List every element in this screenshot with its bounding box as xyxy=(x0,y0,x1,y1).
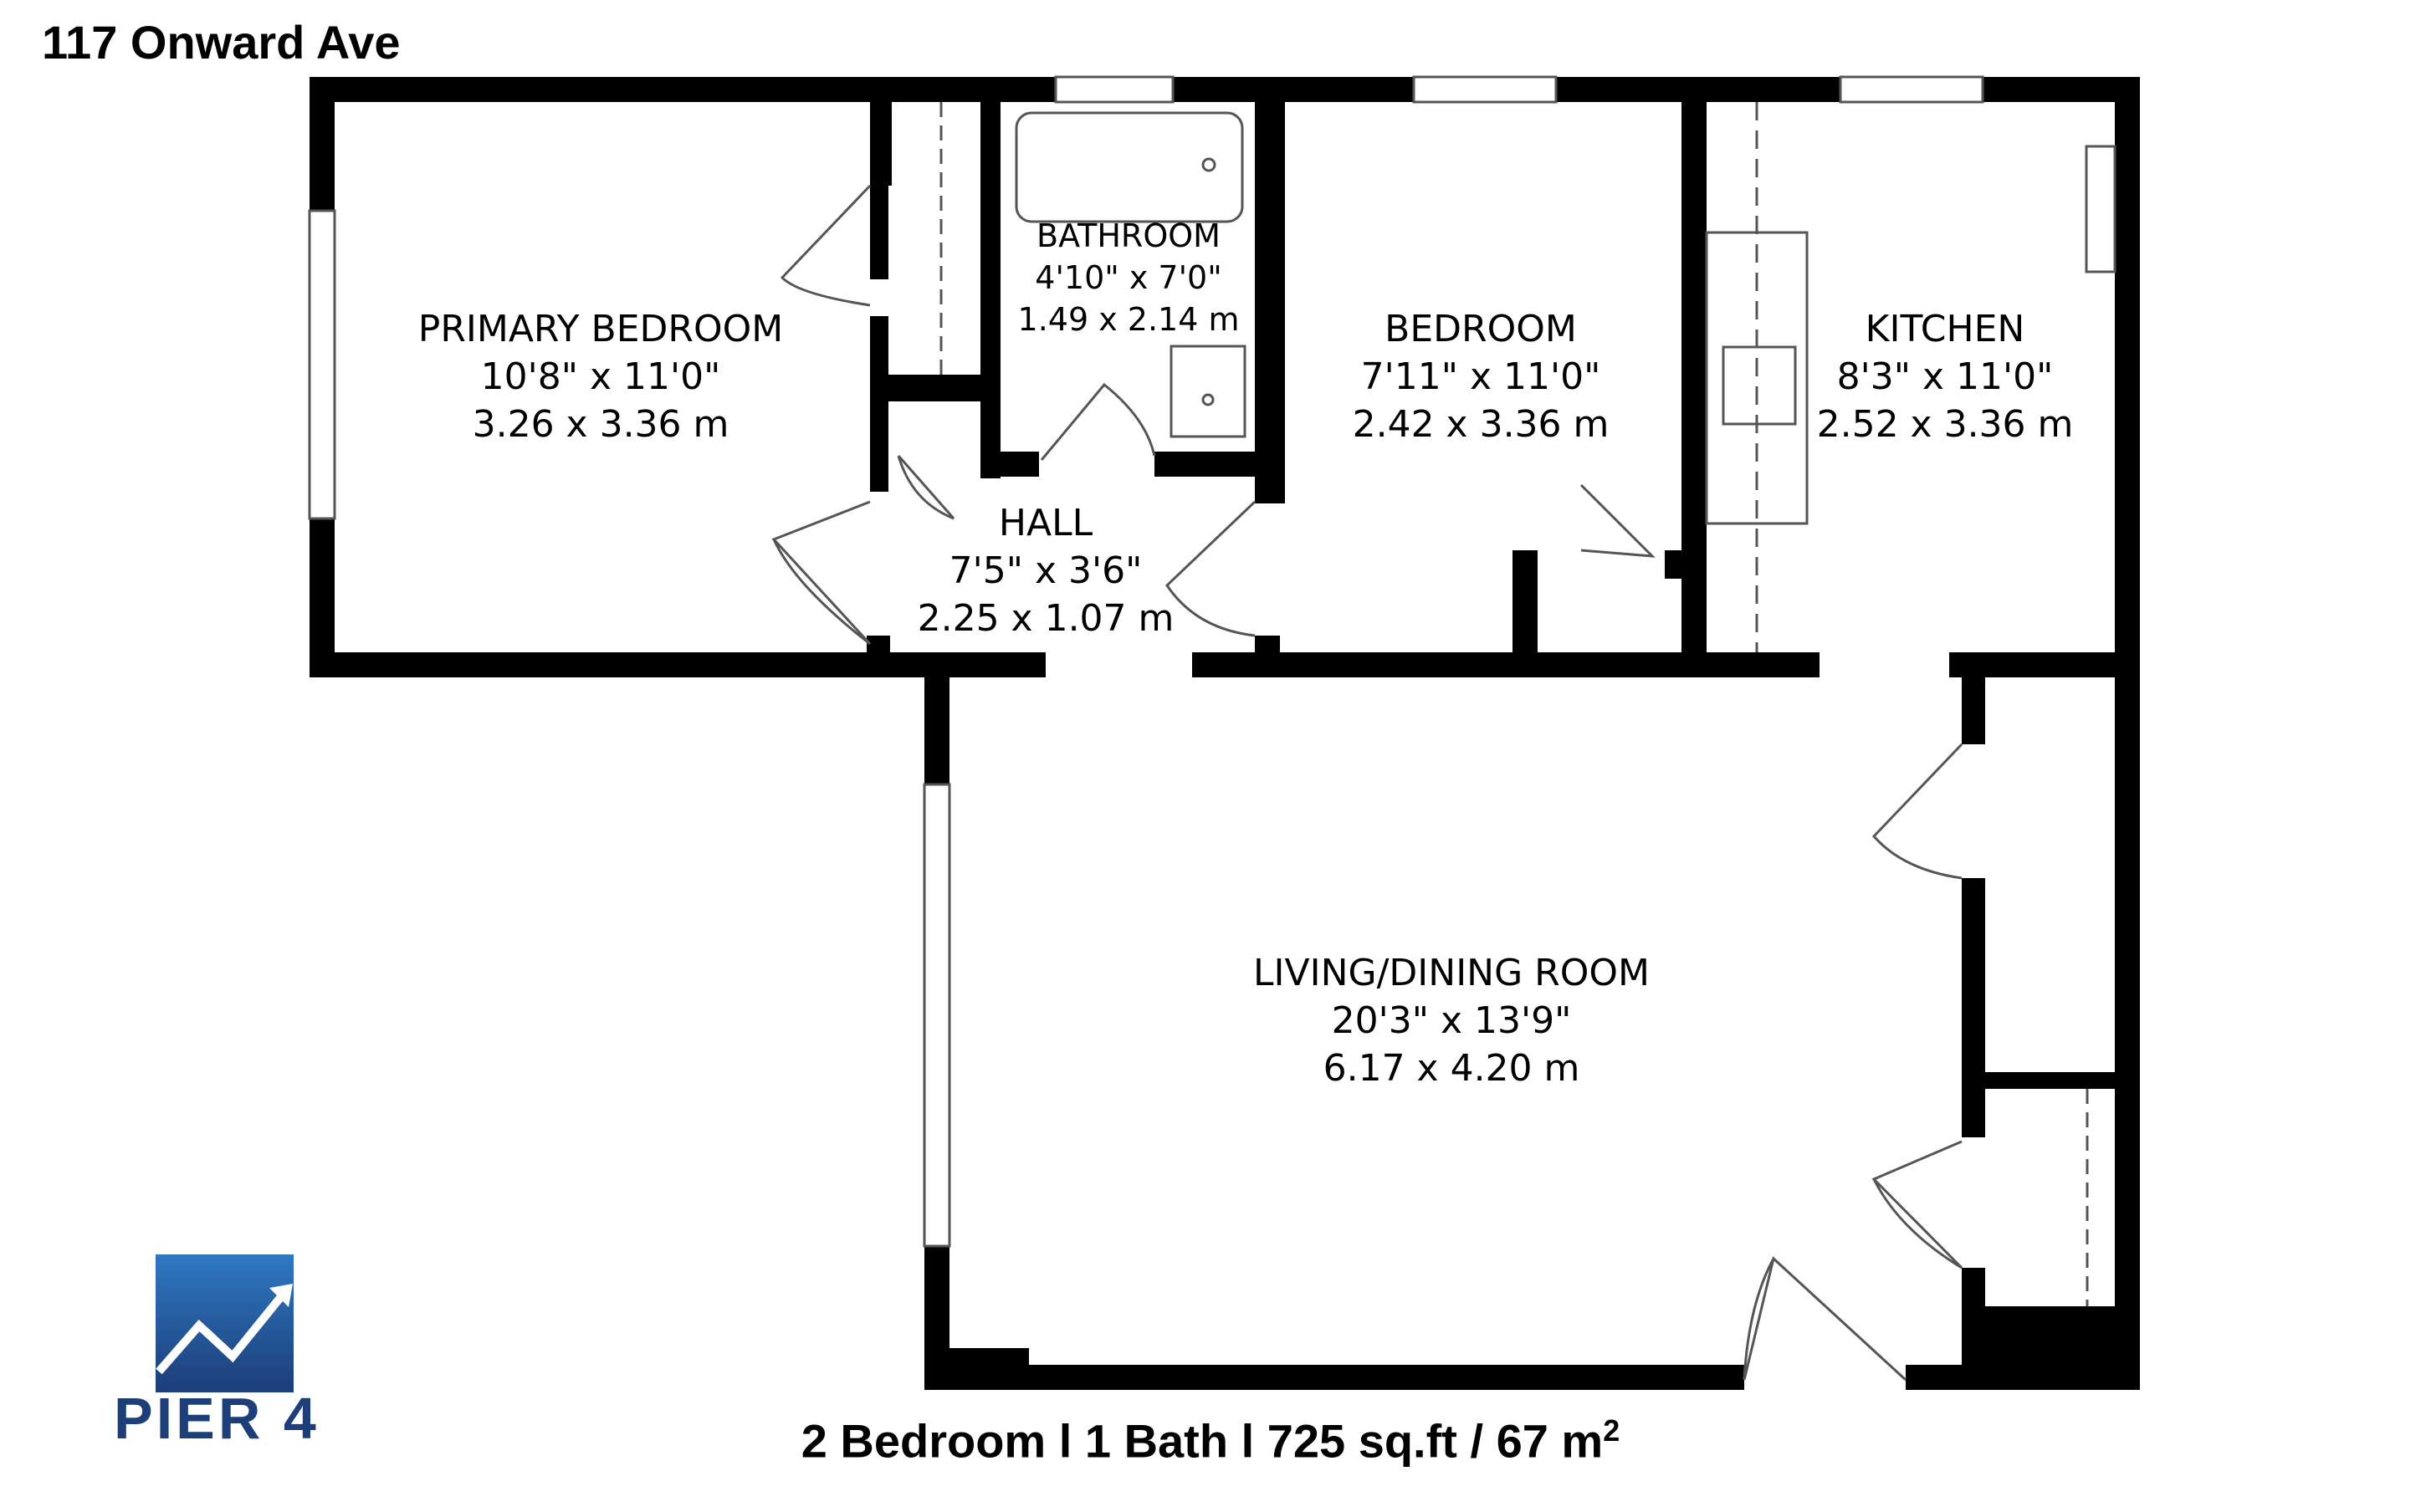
property-address-title: 117 Onward Ave xyxy=(42,16,401,69)
kitchen-cabinet xyxy=(2085,145,2116,273)
room-imperial-primary: 10'8" x 11'0" xyxy=(481,355,721,398)
bathtub-icon xyxy=(1015,111,1244,223)
room-imperial-bedroom: 7'11" x 11'0" xyxy=(1361,355,1601,398)
sink-drain-icon xyxy=(1201,393,1215,406)
wall-closet-left-bottom xyxy=(1962,1268,1985,1368)
room-imperial-bath: 4'10" x 7'0" xyxy=(1035,259,1221,296)
wall-living-bottom-right xyxy=(1906,1365,2140,1390)
door-closet-lower xyxy=(1871,1140,1963,1269)
listing-summary: 2 Bedroom l 1 Bath l 725 sq.ft / 67 m2 xyxy=(0,1413,2421,1469)
sink-icon xyxy=(1170,345,1246,438)
kitchen-sink-icon xyxy=(1722,345,1797,426)
room-name-bedroom: BEDROOM xyxy=(1385,308,1577,350)
window-primary xyxy=(308,209,336,520)
exterior-walls xyxy=(310,77,2140,1390)
door-primary-closet xyxy=(780,184,872,307)
room-name-living: LIVING/DINING ROOM xyxy=(1253,952,1650,994)
wall-hall-left-stub xyxy=(867,636,890,654)
tub-drain-icon xyxy=(1201,157,1216,172)
wall-top xyxy=(310,77,2140,102)
wall-left-upper xyxy=(310,77,335,211)
wall-upper-bottom-right xyxy=(1949,652,2140,677)
wall-closet-bottom-block xyxy=(1985,1306,2115,1365)
wall-closet-divider xyxy=(1985,1072,2115,1089)
room-imperial-kitchen: 8'3" x 11'0" xyxy=(1837,355,2054,398)
door-closet-upper xyxy=(1871,743,1963,880)
room-metric-kitchen: 2.52 x 3.36 m xyxy=(1817,403,2074,446)
wall-hall-closet-top xyxy=(888,375,982,401)
wall-bedroom-closet-b xyxy=(1665,550,1683,579)
room-name-bath: BATHROOM xyxy=(1036,217,1221,254)
door-primary-hall xyxy=(771,500,872,646)
door-bath xyxy=(1040,382,1156,461)
wall-upper-bottom-mid xyxy=(1192,652,1820,677)
wall-closet-primary xyxy=(870,316,888,492)
wall-upper-bottom-left xyxy=(310,652,1046,677)
wall-bedroom-kitchen xyxy=(1681,102,1707,658)
door-bedroom xyxy=(1165,500,1257,637)
door-hall-closet xyxy=(897,455,955,520)
wall-bath-left-inner xyxy=(980,102,1001,478)
wall-right xyxy=(2115,77,2140,1390)
logo-text: PIER 4 xyxy=(114,1386,320,1451)
door-swings xyxy=(771,184,1963,1382)
room-labels: PRIMARY BEDROOM 10'8" x 11'0" 3.26 x 3.3… xyxy=(418,217,2074,1090)
window-bedroom xyxy=(1412,75,1558,104)
windows xyxy=(308,75,1984,1248)
room-metric-hall: 2.25 x 1.07 m xyxy=(918,597,1175,640)
window-bath xyxy=(1054,75,1175,104)
wall-living-bottom-step xyxy=(949,1348,1029,1365)
wall-closet-left-top xyxy=(1962,677,1985,744)
room-metric-primary: 3.26 x 3.36 m xyxy=(473,403,729,446)
wall-living-bottom-left xyxy=(924,1365,1744,1390)
room-imperial-living: 20'3" x 13'9" xyxy=(1332,999,1572,1042)
room-name-kitchen: KITCHEN xyxy=(1866,308,2025,350)
wall-bath-right xyxy=(1255,102,1285,503)
wall-bedroom-closet-a xyxy=(1512,550,1538,655)
wall-bath-bottom xyxy=(980,452,1039,477)
fixtures xyxy=(939,102,2116,1306)
wall-closet-left-mid xyxy=(1962,878,1985,1137)
summary-superscript: 2 xyxy=(1603,1413,1620,1448)
window-kitchen xyxy=(1839,75,1984,104)
pier4-logo-icon xyxy=(156,1254,294,1392)
wall-hall-right-stub xyxy=(1255,636,1280,654)
window-living xyxy=(923,783,951,1248)
room-imperial-hall: 7'5" x 3'6" xyxy=(949,549,1143,592)
summary-text: 2 Bedroom l 1 Bath l 725 sq.ft / 67 m xyxy=(801,1414,1604,1468)
room-name-primary: PRIMARY BEDROOM xyxy=(418,308,783,350)
room-metric-living: 6.17 x 4.20 m xyxy=(1323,1047,1580,1090)
door-entry xyxy=(1743,1256,1907,1382)
room-metric-bath: 1.49 x 2.14 m xyxy=(1018,301,1240,338)
door-bedroom-closet xyxy=(1579,483,1656,558)
room-name-hall: HALL xyxy=(999,502,1093,544)
wall-living-left-top xyxy=(924,677,949,784)
wall-left-lower xyxy=(310,518,335,677)
room-metric-bedroom: 2.42 x 3.36 m xyxy=(1353,403,1610,446)
wall-primary-right-top xyxy=(870,102,892,186)
